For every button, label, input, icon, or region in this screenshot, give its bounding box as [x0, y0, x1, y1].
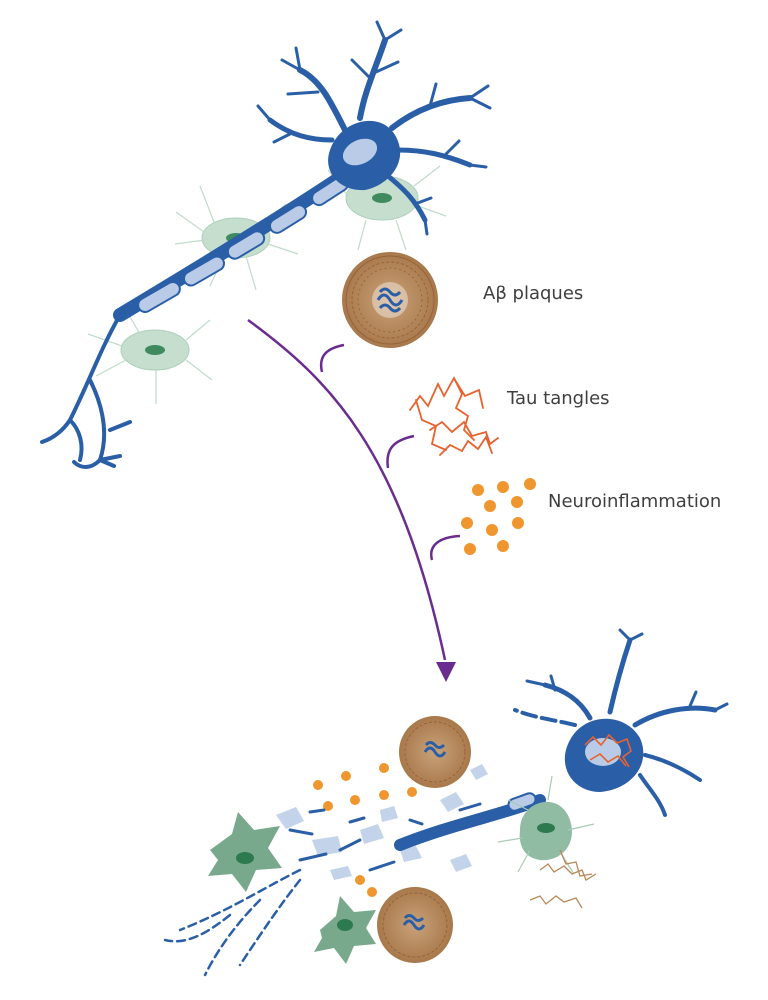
progression-arrow — [247, 318, 461, 682]
healthy-neuron-icon — [40, 20, 492, 469]
inflammation-dots-icon — [461, 478, 536, 555]
soma — [513, 628, 729, 817]
amyloid-plaque-icon — [377, 716, 471, 963]
axon — [40, 163, 359, 469]
tau-tangle-icon — [529, 849, 597, 909]
inflammation-dots-icon — [313, 763, 417, 897]
tangles-label: Tau tangles — [507, 388, 610, 409]
plaques-label: Aβ plaques — [483, 283, 584, 304]
degenerating-neuron-icon — [163, 628, 729, 977]
soma — [256, 20, 492, 236]
neuroinflammation-label: Neuroinflammation — [548, 491, 722, 512]
amyloid-plaque-icon — [342, 252, 438, 348]
axon-fragments — [163, 764, 488, 977]
microglia-icon — [208, 775, 595, 964]
tau-tangle-icon — [409, 376, 499, 456]
